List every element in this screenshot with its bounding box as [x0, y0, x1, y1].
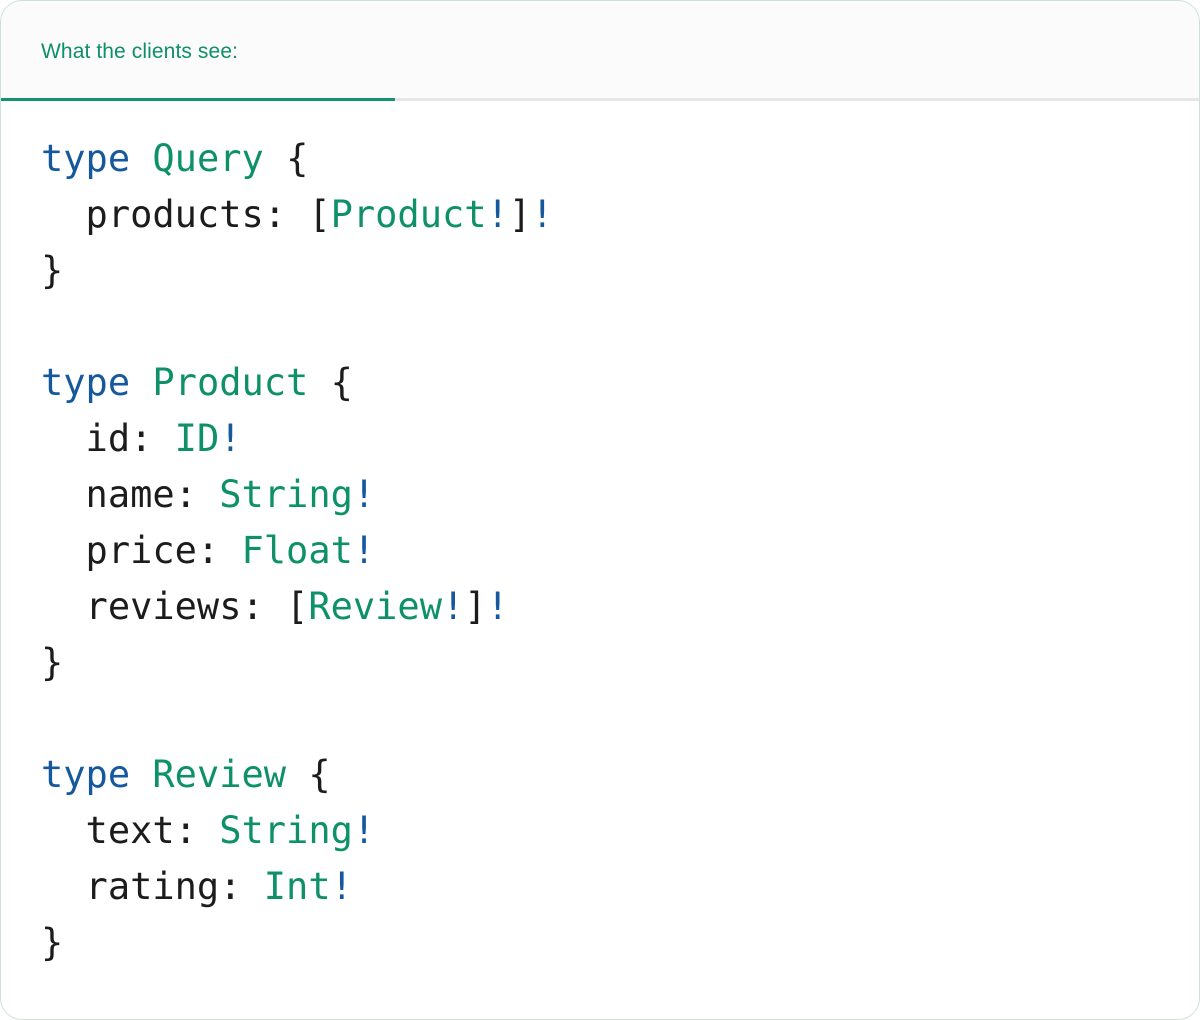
code-token-punct: :: [219, 865, 264, 908]
code-token-plain: [264, 137, 286, 180]
code-line: }: [41, 243, 1159, 299]
code-token-kw: type: [41, 753, 131, 796]
code-token-punct: }: [41, 921, 64, 964]
code-line: rating: Int!: [41, 859, 1159, 915]
code-token-type: Product: [330, 193, 487, 236]
tab-active-underline: [1, 98, 395, 101]
code-token-field: id: [41, 417, 131, 460]
code-root: type Query { products: [Product!]!} type…: [41, 131, 1159, 971]
code-token-type: Query: [152, 137, 264, 180]
code-token-plain: [308, 361, 330, 404]
code-line: type Review {: [41, 747, 1159, 803]
code-panel: type Query { products: [Product!]!} type…: [1, 101, 1199, 1019]
code-line: }: [41, 635, 1159, 691]
code-token-punct: :: [263, 193, 309, 236]
code-token-field: name: [41, 473, 175, 516]
code-token-punct: }: [41, 249, 64, 292]
code-token-type: String: [219, 809, 353, 852]
code-token-field: products: [41, 193, 264, 236]
graphql-schema-code[interactable]: type Query { products: [Product!]!} type…: [1, 131, 1199, 971]
code-token-type: String: [219, 473, 353, 516]
code-token-bang: !: [219, 417, 242, 460]
code-token-type: Product: [152, 361, 309, 404]
code-token-punct: {: [330, 361, 353, 404]
code-token-type: Review: [152, 753, 287, 796]
code-token-type: Review: [308, 585, 442, 628]
code-token-bang: !: [330, 865, 353, 908]
code-token-plain: [130, 753, 152, 796]
code-token-plain: [130, 137, 152, 180]
code-token-punct: ]: [508, 193, 532, 236]
code-token-punct: :: [130, 417, 175, 460]
code-line: }: [41, 915, 1159, 971]
code-token-type: Float: [241, 529, 353, 572]
code-token-plain: [286, 753, 308, 796]
code-line: products: [Product!]!: [41, 187, 1159, 243]
code-token-punct: ]: [464, 585, 487, 628]
code-token-punct: {: [286, 137, 309, 180]
code-token-field: rating: [41, 865, 220, 908]
code-line: [41, 299, 1159, 355]
code-line: price: Float!: [41, 523, 1159, 579]
code-token-bang: !: [486, 193, 509, 236]
code-line: type Query {: [41, 131, 1159, 187]
code-token-field: reviews: [41, 585, 242, 628]
code-token-punct: :: [196, 529, 242, 572]
code-token-bang: !: [531, 193, 554, 236]
code-line: [41, 691, 1159, 747]
code-token-bang: !: [486, 585, 509, 628]
tab-what-the-clients-see[interactable]: What the clients see:: [1, 1, 278, 101]
code-line: id: ID!: [41, 411, 1159, 467]
code-token-type: ID: [174, 417, 220, 460]
code-line: reviews: [Review!]!: [41, 579, 1159, 635]
code-token-punct: }: [41, 641, 64, 684]
code-token-kw: type: [41, 361, 131, 404]
code-token-bang: !: [352, 809, 376, 852]
code-token-bang: !: [352, 529, 376, 572]
code-token-kw: type: [41, 137, 131, 180]
tab-strip: What the clients see:: [1, 1, 1199, 101]
code-token-bang: !: [352, 473, 376, 516]
code-token-punct: :: [174, 473, 220, 516]
code-line: type Product {: [41, 355, 1159, 411]
tab-label: What the clients see:: [41, 39, 239, 63]
code-token-punct: [: [308, 193, 331, 236]
code-token-field: text: [41, 809, 175, 852]
code-token-plain: [130, 361, 152, 404]
code-token-type: Int: [263, 865, 331, 908]
code-token-punct: {: [308, 753, 331, 796]
code-token-field: price: [41, 529, 197, 572]
code-token-punct: :: [174, 809, 220, 852]
code-token-bang: !: [441, 585, 465, 628]
code-line: name: String!: [41, 467, 1159, 523]
code-token-punct: :: [241, 585, 287, 628]
code-token-punct: [: [286, 585, 309, 628]
code-line: text: String!: [41, 803, 1159, 859]
